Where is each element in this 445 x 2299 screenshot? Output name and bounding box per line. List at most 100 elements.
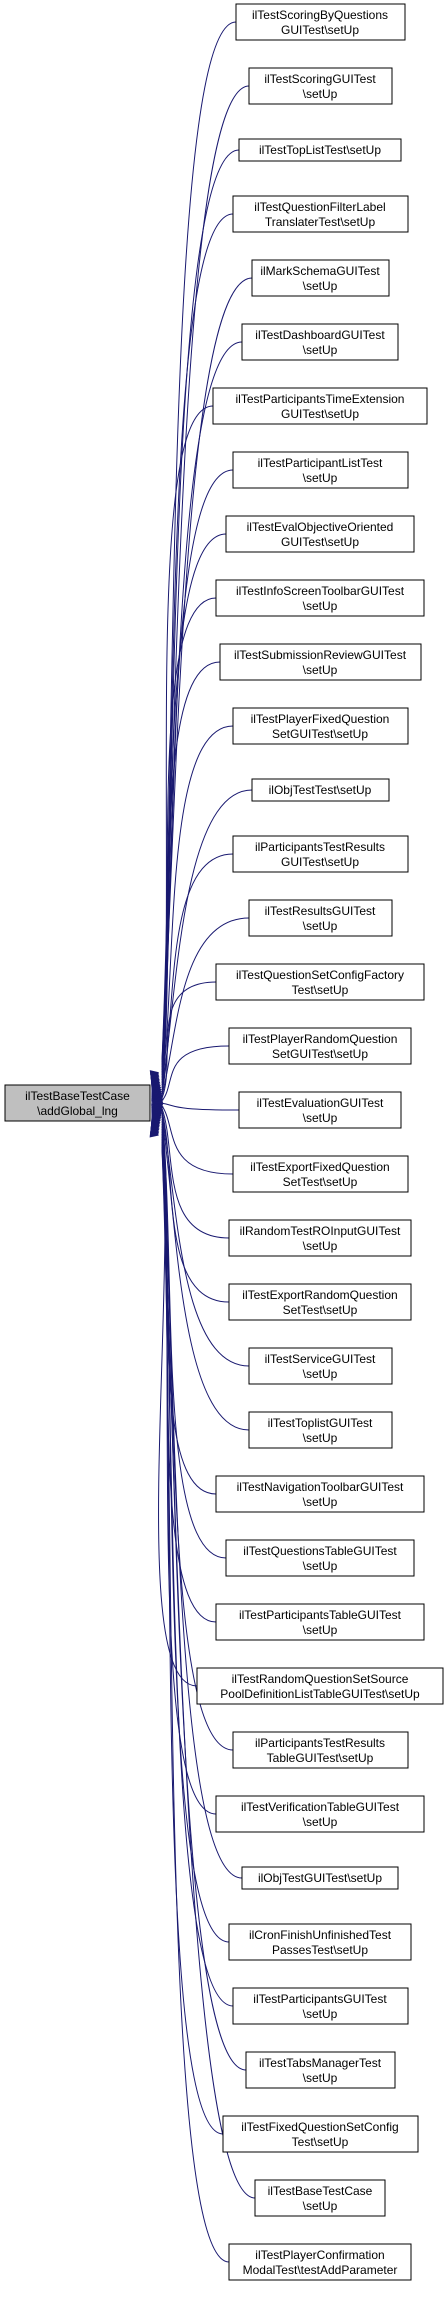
node-box [232, 451, 409, 489]
node-label-line1: ilTestExportRandomQuestion [242, 1288, 397, 1302]
node-label-line1: ilTestQuestionsTableGUITest [243, 1544, 397, 1558]
node-iltesttoplistguitest-setup[interactable]: ilTestToplistGUITest\setUp [248, 1411, 393, 1449]
edge-to-root [161, 1146, 256, 2199]
node-iltestparticipantlisttest-setup[interactable]: ilTestParticipantListTest\setUp [232, 451, 409, 489]
node-label-line2: \setUp [303, 2199, 338, 2213]
root-node[interactable]: ilTestBaseTestCase \addGlobal_lng [4, 1084, 151, 1122]
node-box [232, 195, 409, 233]
root-label-line2: \addGlobal_lng [37, 1104, 118, 1118]
node-iltestplayerconfirmation-modaltest-testaddparameter[interactable]: ilTestPlayerConfirmationModalTest\testAd… [228, 2243, 412, 2281]
node-label-line1: ilTestServiceGUITest [265, 1352, 376, 1366]
node-ilrandomtestroinputguitest-setup[interactable]: ilRandomTestROInputGUITest\setUp [228, 1219, 412, 1257]
edge-to-root [161, 1149, 230, 2263]
node-box [248, 1411, 393, 1449]
node-iltestquestionstableguitest-setup[interactable]: ilTestQuestionsTableGUITest\setUp [225, 1539, 415, 1577]
node-label-line2: PoolDefinitionListTableGUITest\setUp [220, 1687, 420, 1701]
node-label-line2: SetGUITest\setUp [272, 727, 368, 741]
node-box [232, 835, 409, 873]
edge-to-root [161, 981, 217, 1099]
node-iltestparticipantstimeextension-guitest-setup[interactable]: ilTestParticipantsTimeExtensionGUITest\s… [212, 387, 428, 425]
node-label-line1: ilTestToplistGUITest [268, 1416, 373, 1430]
node-iltestevaluationguitest-setup[interactable]: ilTestEvaluationGUITest\setUp [238, 1091, 402, 1129]
node-box [238, 138, 402, 162]
node-label-line2: \setUp [303, 1367, 338, 1381]
node-iltesttabsmanagertest-setup[interactable]: ilTestTabsManagerTest\setUp [245, 2051, 396, 2089]
node-box [254, 2179, 386, 2217]
node-ilcronfinishunfinishedtest-passestest-setup[interactable]: ilCronFinishUnfinishedTestPassesTest\set… [228, 1923, 412, 1961]
node-label-line2: \setUp [303, 1239, 338, 1253]
node-box [245, 2051, 396, 2089]
node-iltestscoringguitest-setup[interactable]: ilTestScoringGUITest\setUp [248, 67, 393, 105]
node-box [215, 579, 425, 617]
node-box [215, 1603, 425, 1641]
edge-to-root [161, 725, 234, 1088]
node-box [241, 323, 399, 361]
node-box [232, 1987, 409, 2025]
node-box [251, 778, 390, 802]
node-label-line1: ilTestParticipantListTest [258, 456, 383, 470]
node-label-line1: ilTestPlayerRandomQuestion [243, 1032, 398, 1046]
node-box [248, 67, 393, 105]
node-box [248, 899, 393, 937]
node-label-line2: \setUp [303, 2007, 338, 2021]
node-iltestbasetestcase-setup[interactable]: ilTestBaseTestCase\setUp [254, 2179, 386, 2217]
node-label-line1: ilTestBaseTestCase [268, 2184, 373, 2198]
node-iltestinfoscreentoolbarguitest-setup[interactable]: ilTestInfoScreenToolbarGUITest\setUp [215, 579, 425, 617]
edge-to-root [161, 1102, 240, 1111]
edge-to-root [161, 597, 217, 1083]
node-ilobjtesttest-setup[interactable]: ilObjTestTest\setUp [251, 778, 390, 802]
node-label-line1: ilTestTabsManagerTest [259, 2056, 382, 2070]
node-box [222, 2115, 419, 2153]
node-ilparticipantstestresults-tableguitest-setup[interactable]: ilParticipantsTestResultsTableGUITest\se… [232, 1731, 409, 1769]
node-ilmarkschemaguitest-setup[interactable]: ilMarkSchemaGUITest\setUp [251, 259, 390, 297]
node-iltestparticipantstableguitest-setup[interactable]: ilTestParticipantsTableGUITest\setUp [215, 1603, 425, 1641]
node-label-line1: ilCronFinishUnfinishedTest [249, 1928, 392, 1942]
node-iltestplayerfixedquestion-setguitest-setup[interactable]: ilTestPlayerFixedQuestionSetGUITest\setU… [232, 707, 409, 745]
node-iltestplayerrandomquestion-setguitest-setup[interactable]: ilTestPlayerRandomQuestionSetGUITest\set… [228, 1027, 412, 1065]
node-iltestnavigationtoolbarguitest-setup[interactable]: ilTestNavigationToolbarGUITest\setUp [215, 1475, 425, 1513]
node-iltestrandomquestionsetsource-pooldefinitionlisttableguitest-setup[interactable]: ilTestRandomQuestionSetSourcePoolDefinit… [196, 1667, 444, 1705]
node-label-line1: ilTestExportFixedQuestion [250, 1160, 389, 1174]
node-box [228, 1283, 412, 1321]
node-iltestsubmissionreviewguitest-setup[interactable]: ilTestSubmissionReviewGUITest\setUp [219, 643, 422, 681]
node-iltestverificationtableguitest-setup[interactable]: ilTestVerificationTableGUITest\setUp [215, 1795, 425, 1833]
node-label-line2: GUITest\setUp [281, 407, 359, 421]
node-iltesttoplisttest-setup[interactable]: ilTestTopListTest\setUp [238, 138, 402, 162]
node-box [215, 1475, 425, 1513]
node-label-line1: ilTestFixedQuestionSetConfig [241, 2120, 398, 2134]
edge-to-root [161, 1133, 243, 1879]
edge-to-root [161, 917, 250, 1096]
node-label-line2: \setUp [303, 343, 338, 357]
node-iltestquestionfilterlabel-translatertest-setup[interactable]: ilTestQuestionFilterLabelTranslaterTest\… [232, 195, 409, 233]
edge-to-root [161, 1110, 230, 1303]
node-box [225, 1539, 415, 1577]
node-label-line2: \setUp [303, 599, 338, 613]
node-iltestresultsguitest-setup[interactable]: ilTestResultsGUITest\setUp [248, 899, 393, 937]
node-iltestserviceguitest-setup[interactable]: ilTestServiceGUITest\setUp [248, 1347, 393, 1385]
root-label-line1: ilTestBaseTestCase [25, 1089, 130, 1103]
node-iltestparticipantsguitest-setup[interactable]: ilTestParticipantsGUITest\setUp [232, 1987, 409, 2025]
node-label-line1: ilObjTestGUITest\setUp [258, 1871, 382, 1885]
node-label-line1: ilTestParticipantsTimeExtension [236, 392, 405, 406]
node-label-line2: \setUp [303, 1623, 338, 1637]
node-label-line2: \setUp [303, 1495, 338, 1509]
node-label-line1: ilTestRandomQuestionSetSource [232, 1672, 409, 1686]
node-label-line2: TranslaterTest\setUp [265, 215, 376, 229]
node-label-line1: ilTestScoringByQuestions [252, 8, 388, 22]
edges-layer [149, 21, 256, 2263]
node-ilobjtestguitest-setup[interactable]: ilObjTestGUITest\setUp [241, 1866, 399, 1890]
node-iltestdashboardguitest-setup[interactable]: ilTestDashboardGUITest\setUp [241, 323, 399, 361]
node-label-line2: Test\setUp [292, 983, 349, 997]
node-label-line2: GUITest\setUp [281, 23, 359, 37]
node-label-line1: ilTestNavigationToolbarGUITest [237, 1480, 404, 1494]
node-box [225, 515, 415, 553]
node-box [196, 1667, 444, 1705]
